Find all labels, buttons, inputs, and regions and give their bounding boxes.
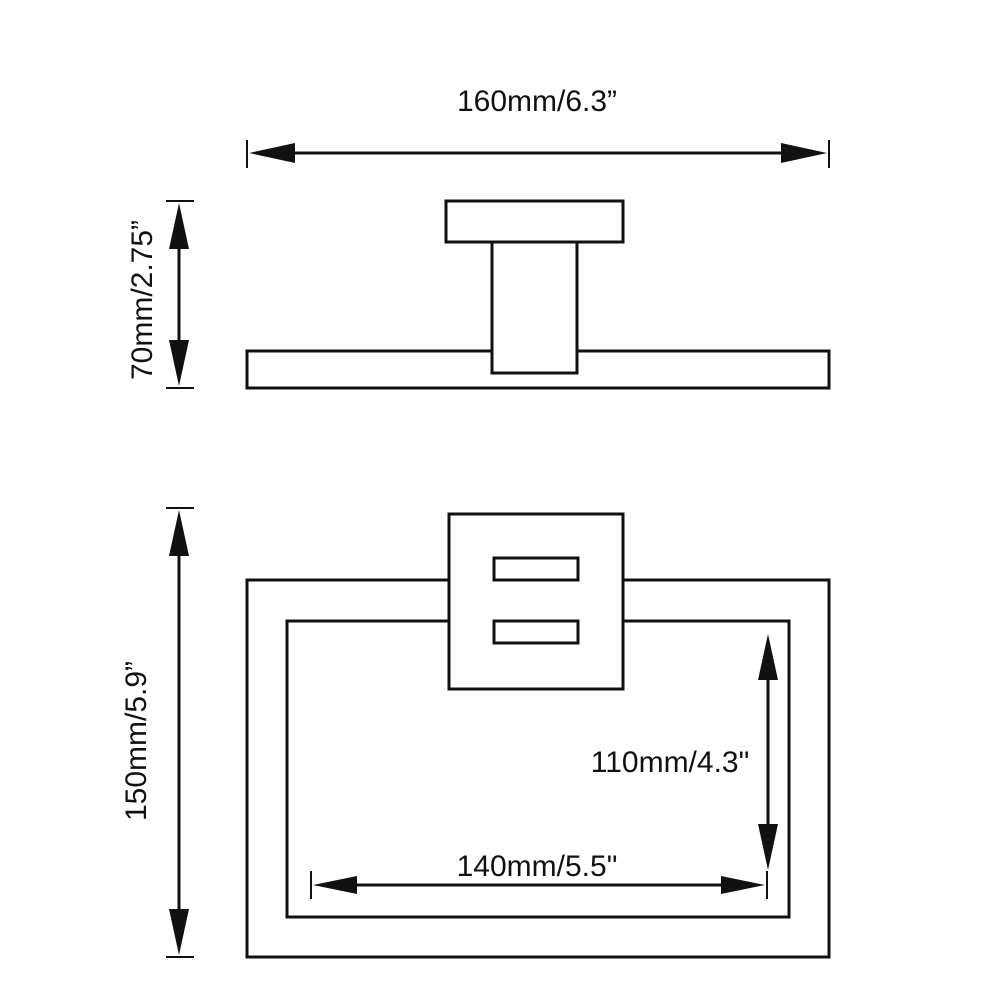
label-inner-height: 110mm/4.3" bbox=[591, 746, 750, 779]
label-inner-width: 140mm/5.5" bbox=[457, 850, 618, 883]
arrowhead-up bbox=[758, 634, 778, 680]
arrowhead-right bbox=[781, 143, 827, 163]
side-view-mount-plate bbox=[444, 199, 625, 244]
dimension-inner-width: 140mm/5.5" bbox=[310, 850, 768, 899]
dimension-side-width: 160mm/6.3” bbox=[246, 85, 830, 168]
dimension-side-height: 70mm/2.75” bbox=[126, 200, 194, 389]
arrowhead-down bbox=[758, 824, 778, 870]
arrowhead-down bbox=[169, 909, 189, 955]
side-view-connecting-post bbox=[490, 240, 579, 375]
label-side-height: 70mm/2.75” bbox=[126, 220, 159, 380]
arrowhead-left bbox=[249, 143, 295, 163]
front-view bbox=[245, 512, 831, 959]
front-view-lower-slot bbox=[492, 619, 580, 645]
dimension-inner-height: 110mm/4.3" bbox=[591, 634, 778, 870]
dimension-front-height: 150mm/5.9” bbox=[120, 507, 194, 958]
arrowhead-up bbox=[169, 510, 189, 556]
arrowhead-up bbox=[169, 203, 189, 249]
arrowhead-right bbox=[721, 876, 765, 894]
arrowhead-left bbox=[313, 876, 357, 894]
label-front-height: 150mm/5.9” bbox=[120, 661, 153, 821]
side-view bbox=[245, 199, 831, 390]
front-view-mount-plate bbox=[447, 512, 625, 691]
arrowhead-down bbox=[169, 340, 189, 386]
label-side-width: 160mm/6.3” bbox=[457, 85, 617, 118]
front-view-upper-slot bbox=[492, 556, 580, 582]
